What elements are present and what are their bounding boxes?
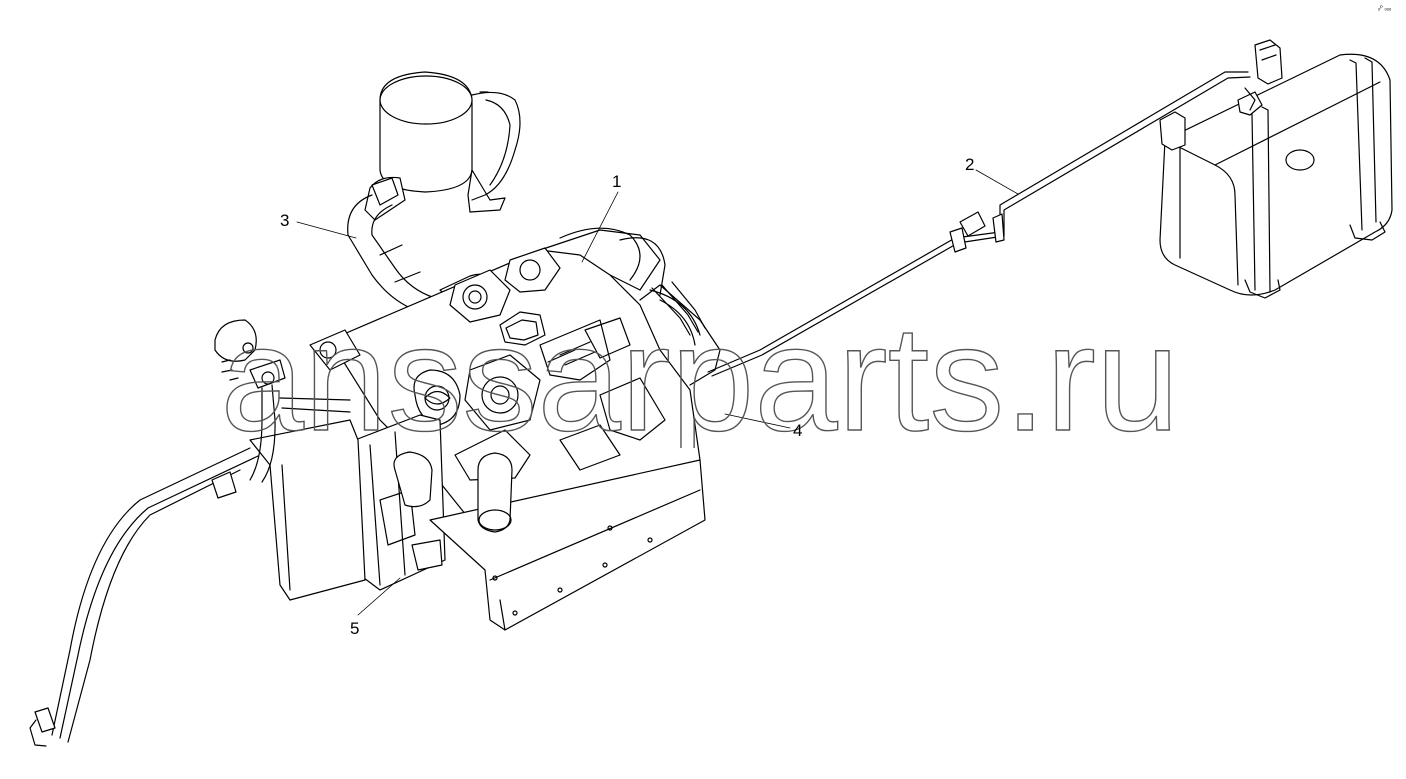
callout-4: 4 xyxy=(793,421,803,440)
callout-1: 1 xyxy=(612,172,622,191)
fuel-tank xyxy=(1159,39,1393,299)
left-hoses xyxy=(29,319,351,747)
callout-5: 5 xyxy=(350,619,360,638)
exhaust-and-pan xyxy=(249,414,706,631)
watermark-text: anssarparts.ru xyxy=(221,298,1180,448)
fuel-line-pipes xyxy=(707,71,1256,377)
corner-code: ₒᴾ ₒₒₒ xyxy=(1378,6,1392,12)
watermark: anssarparts.ru xyxy=(220,298,1180,448)
callout-3: 3 xyxy=(280,211,290,230)
leader-lines xyxy=(296,169,1019,616)
air-cleaner xyxy=(364,71,521,221)
callout-2: 2 xyxy=(965,155,975,174)
engine-block xyxy=(309,227,721,546)
